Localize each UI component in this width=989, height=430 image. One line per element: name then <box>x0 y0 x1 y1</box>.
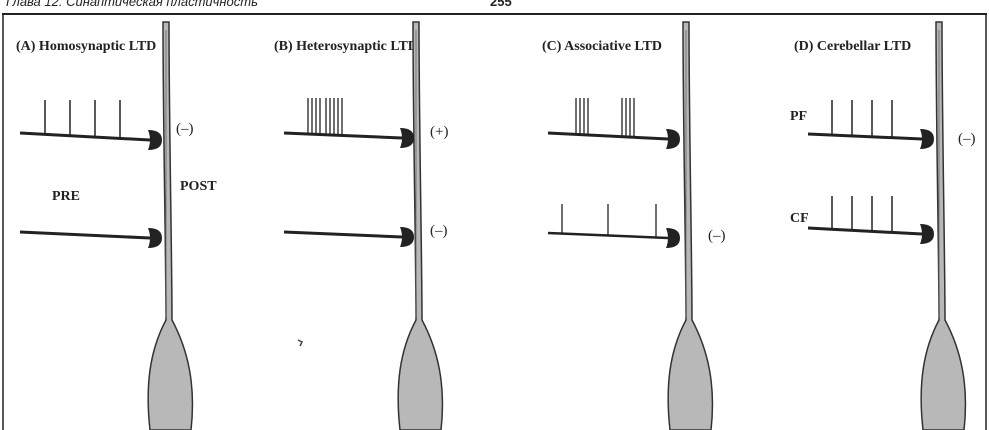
panel-a-spike-train-top <box>45 100 120 138</box>
panel-d-parallel-fiber <box>808 129 934 149</box>
panel-b-top-synapse-sign: (+) <box>430 124 448 140</box>
panel-a-pre-label: PRE <box>52 189 80 204</box>
panel-d-pf-label: PF <box>790 109 807 124</box>
panel-d-climbing-fiber <box>808 224 934 244</box>
panel-d-pf-spike-train <box>832 100 892 138</box>
panel-b-presynaptic-axon-top <box>284 128 414 148</box>
panel-b-presynaptic-axon-bottom <box>284 227 414 247</box>
panel-d-cf-label: CF <box>790 211 809 226</box>
panel-c-bottom-synapse-sign: (–) <box>708 228 726 244</box>
panel-c-spike-train-bottom <box>562 204 656 237</box>
panel-c-presynaptic-axon-bottom <box>548 228 680 248</box>
panel-cerebellar-ltd: (D) Cerebellar LTD PF CF (–) <box>790 22 976 430</box>
panel-heterosynaptic-ltd: (B) Heterosynaptic LTD (+) (–) <box>274 22 448 430</box>
panel-a-title: (A) Homosynaptic LTD <box>16 39 156 54</box>
panel-homosynaptic-ltd: (A) Homosynaptic LTD (–) PRE POST <box>16 22 217 430</box>
panel-a-top-synapse-sign: (–) <box>176 121 194 137</box>
panel-b-stray-mark <box>298 340 302 346</box>
panel-a-presynaptic-axon-bottom <box>20 228 162 248</box>
panel-d-title: (D) Cerebellar LTD <box>794 39 911 54</box>
panel-d-synapse-sign: (–) <box>958 131 976 147</box>
panel-c-presynaptic-axon-top <box>548 129 680 149</box>
panel-c-spike-bursts-top <box>576 98 634 136</box>
panel-associative-ltd: (C) Associative LTD (–) <box>542 22 726 430</box>
panel-a-presynaptic-axon-top <box>20 130 162 150</box>
panel-a-post-label: POST <box>180 179 217 194</box>
panel-a-postsynaptic-neuron <box>148 22 192 430</box>
panel-c-title: (C) Associative LTD <box>542 39 662 54</box>
panel-b-title: (B) Heterosynaptic LTD <box>274 39 418 54</box>
panel-b-bottom-synapse-sign: (–) <box>430 223 448 239</box>
panel-b-spike-burst-top <box>308 98 342 135</box>
panel-d-cf-spike-train <box>832 196 892 232</box>
panel-c-postsynaptic-neuron <box>668 22 712 430</box>
